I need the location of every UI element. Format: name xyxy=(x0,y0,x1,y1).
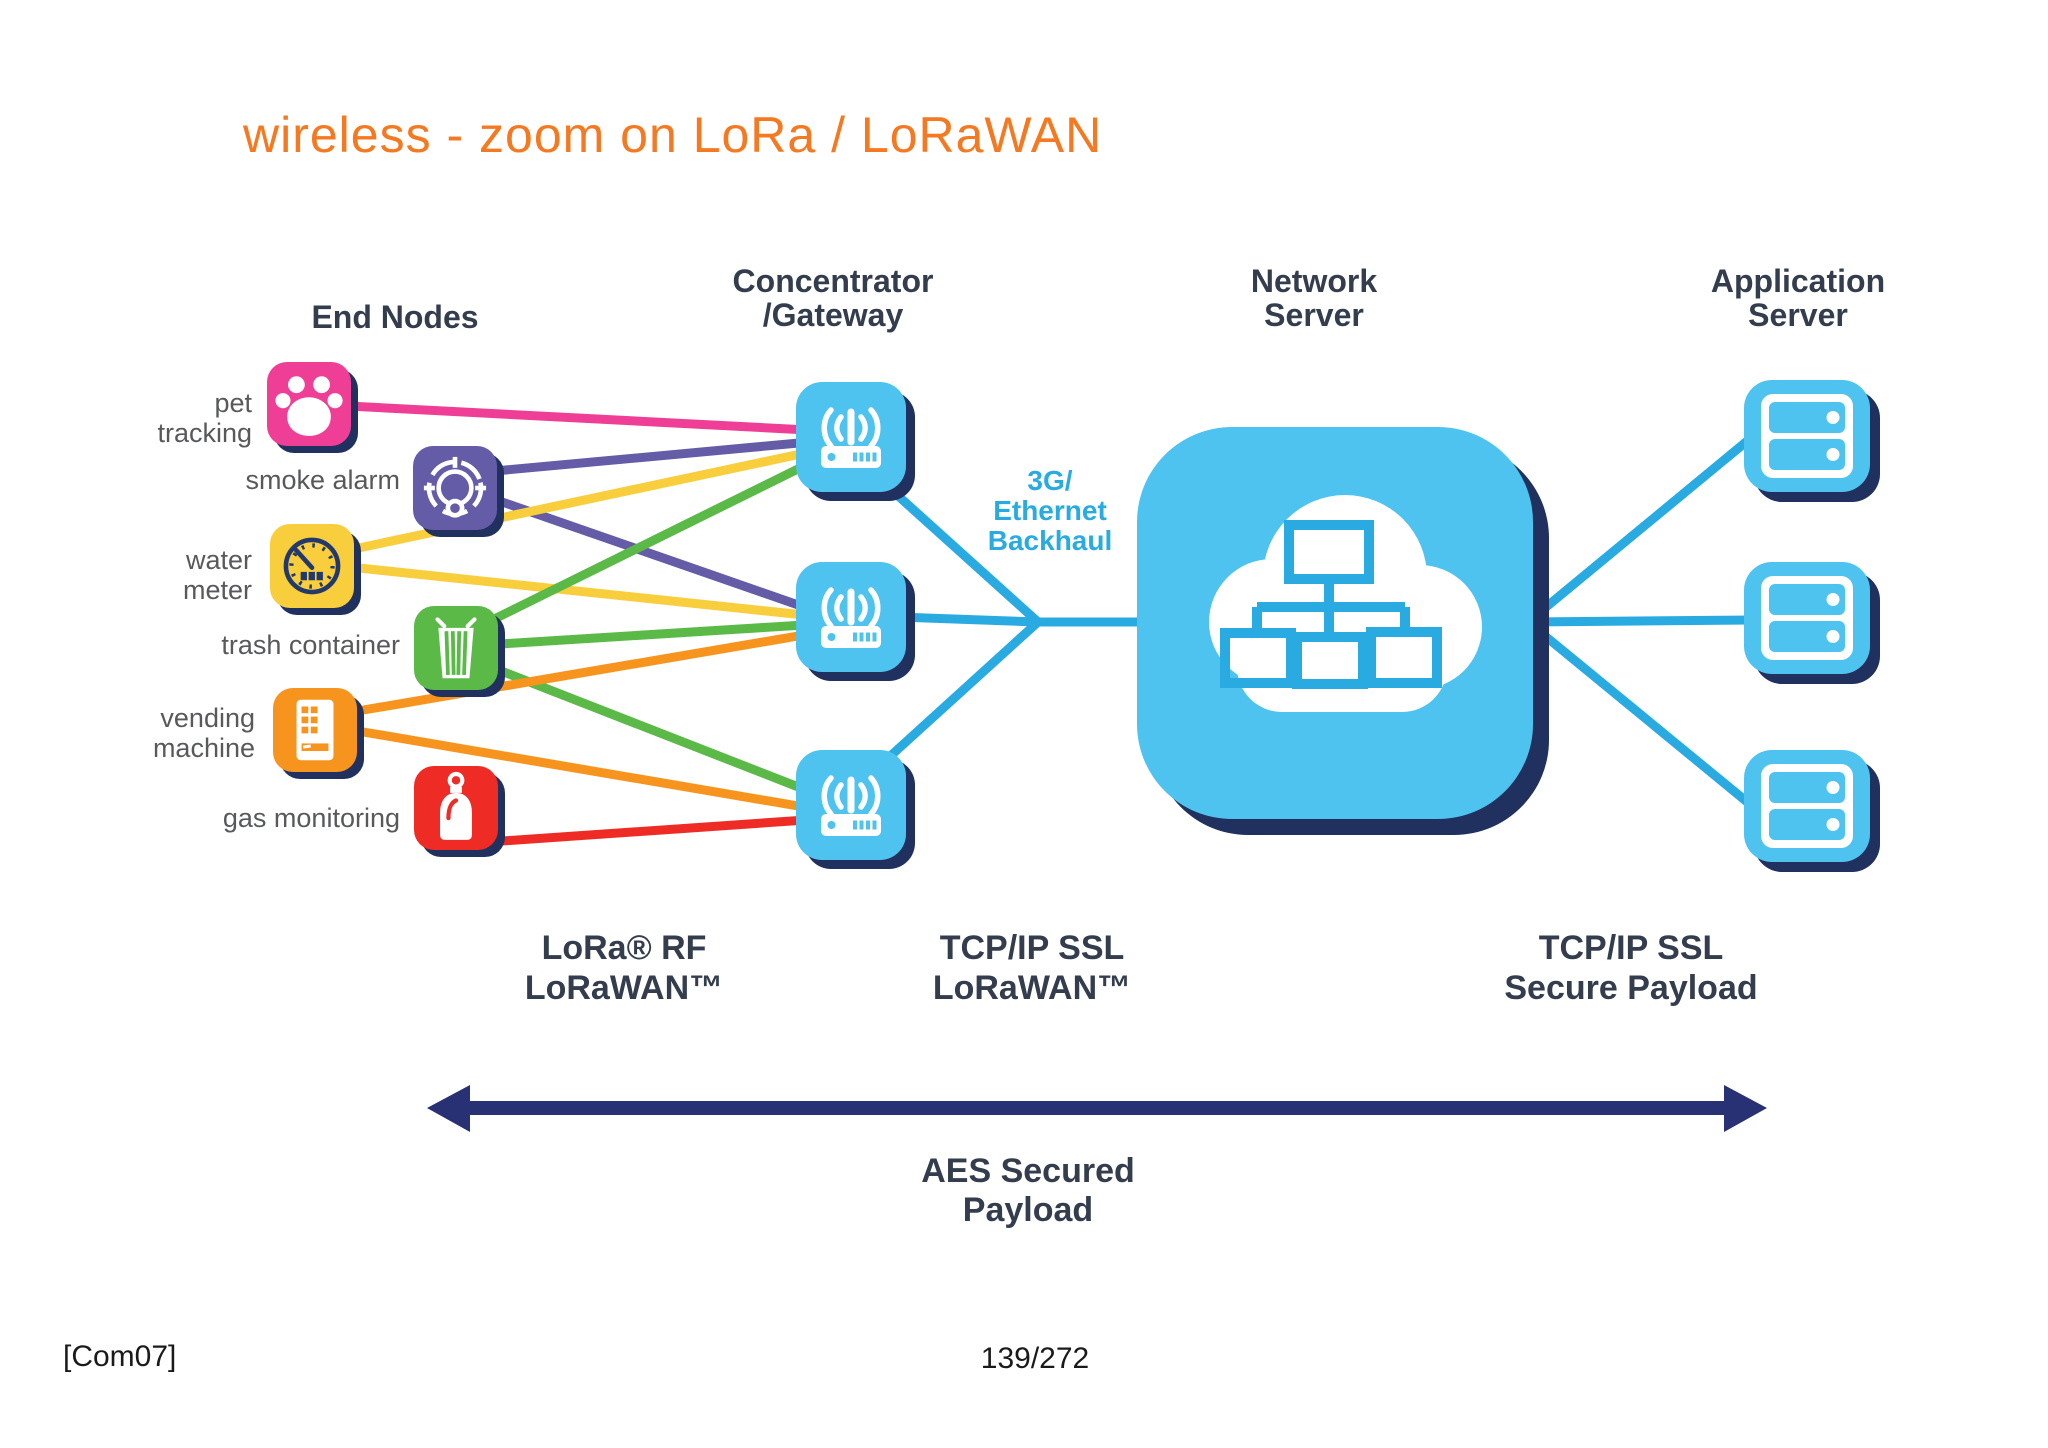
label-lora-rf: LoRa® RF LoRaWAN™ xyxy=(524,929,724,1007)
router-antenna-icon xyxy=(821,775,881,836)
end-node-pet-tracking xyxy=(267,362,351,446)
link-vending-gw2 xyxy=(335,630,809,719)
server-icon xyxy=(1761,576,1853,660)
end-node-trash-container xyxy=(414,606,498,690)
smoke-detector-icon xyxy=(423,456,487,518)
end-node-label-gas-monitoring: gas monitoring xyxy=(222,803,400,833)
end-node-vending-machine xyxy=(273,688,357,772)
link-gw3-cloud xyxy=(881,617,1043,765)
column-header-end-nodes: End Nodes xyxy=(311,299,479,335)
gauge-icon xyxy=(283,537,341,595)
router-antenna-icon xyxy=(821,587,881,648)
link-trash-gw1 xyxy=(463,457,817,637)
end-node-label-pet-tracking: pet tracking xyxy=(157,388,252,448)
link-water-gw2 xyxy=(335,561,809,620)
column-header-gateway: Concentrator /Gateway xyxy=(732,263,934,333)
end-node-label-trash-container: trash container xyxy=(221,630,400,660)
link-smoke-gw1 xyxy=(457,437,815,479)
label-tcpip-secure: TCP/IP SSL Secure Payload xyxy=(1504,929,1758,1007)
cloud-network-icon xyxy=(1209,495,1482,712)
vending-machine-icon xyxy=(296,699,334,761)
app-server-1 xyxy=(1744,380,1870,492)
end-node-label-vending-machine: vending machine xyxy=(152,703,255,763)
aes-arrow xyxy=(427,1085,1767,1132)
end-node-water-meter xyxy=(270,524,354,608)
link-cloud-app2 xyxy=(1523,615,1757,627)
app-server-2 xyxy=(1744,562,1870,674)
reference-citation: [Com07] xyxy=(63,1340,177,1373)
paw-icon xyxy=(275,376,343,436)
network-server-node xyxy=(1137,427,1533,819)
link-water-gw1 xyxy=(335,447,815,557)
column-header-network-server: Network Server xyxy=(1250,263,1378,333)
aes-secured-payload-label: AES Secured Payload xyxy=(921,1152,1135,1229)
end-node-label-smoke-alarm: smoke alarm xyxy=(245,465,400,495)
arrow-right-head xyxy=(1724,1085,1767,1132)
server-icon xyxy=(1761,394,1853,478)
link-gw1-cloud xyxy=(881,480,1043,627)
router-antenna-icon xyxy=(821,407,881,468)
link-cloud-app3 xyxy=(1523,617,1757,811)
link-trash-gw2 xyxy=(463,620,809,651)
page-title: wireless - zoom on LoRa / LoRaWAN xyxy=(243,107,1103,163)
gateway-1 xyxy=(796,382,906,492)
gateway-3 xyxy=(796,750,906,860)
link-cloud-app1 xyxy=(1523,432,1757,627)
gas-cylinder-icon xyxy=(440,771,472,840)
end-node-gas-monitoring xyxy=(414,766,498,850)
page-number: 139/272 xyxy=(980,1342,1090,1375)
link-gw2-cloud xyxy=(893,612,1043,627)
arrow-left-head xyxy=(427,1085,470,1132)
trash-icon xyxy=(435,617,477,679)
link-pet-gw1 xyxy=(343,401,813,435)
link-vending-gw3 xyxy=(335,723,809,812)
end-node-label-water-meter: water meter xyxy=(182,545,252,605)
column-header-application-server: Application Server xyxy=(1710,263,1886,333)
gateway-2 xyxy=(796,562,906,672)
label-tcpip-lorawan: TCP/IP SSL LoRaWAN™ xyxy=(932,929,1132,1007)
end-node-smoke-alarm xyxy=(413,446,497,530)
app-server-3 xyxy=(1744,750,1870,862)
server-icon xyxy=(1761,764,1853,848)
link-gas-gw3 xyxy=(483,815,811,847)
backhaul-label: 3G/ Ethernet Backhaul xyxy=(987,465,1113,556)
link-trash-gw3 xyxy=(463,653,811,795)
